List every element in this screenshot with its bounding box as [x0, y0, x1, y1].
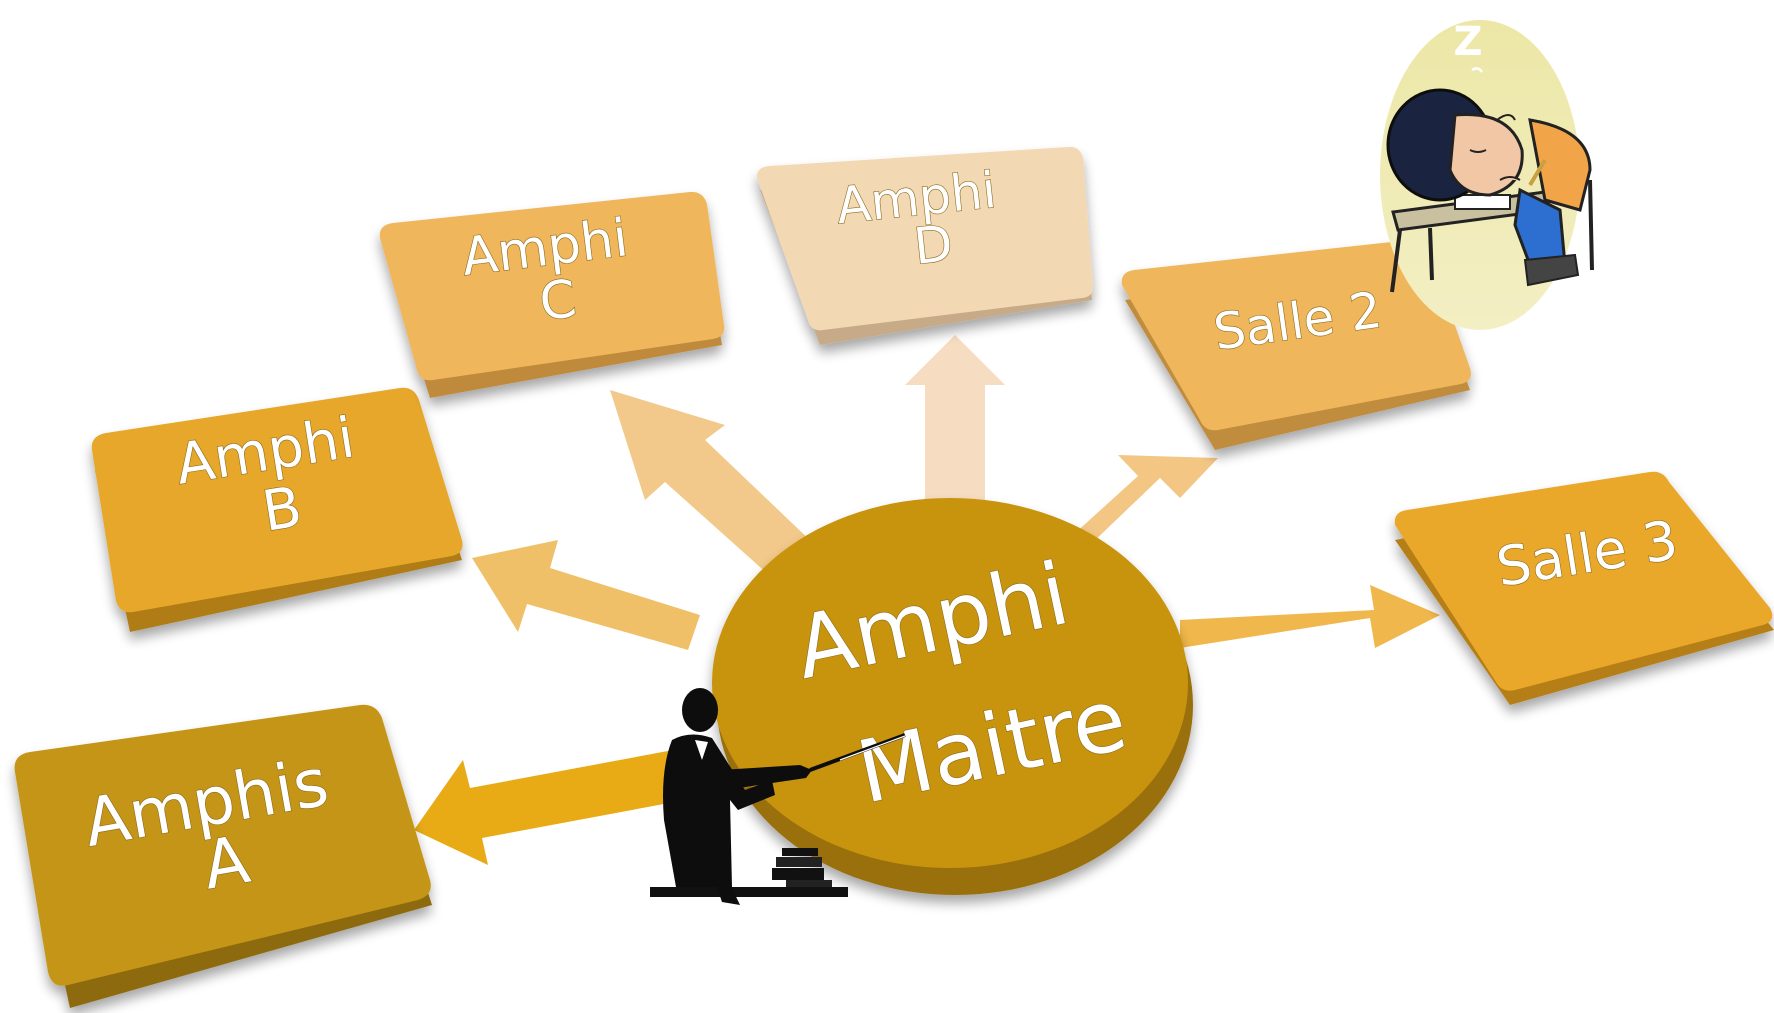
node-amphis-a: Amphis A — [14, 704, 432, 1008]
tile-top — [14, 704, 431, 986]
arrow-to-amphi-c — [610, 390, 815, 585]
sleep-tilde — [1471, 67, 1484, 73]
center-node-amphi-maitre: Amphi Maitre — [712, 498, 1193, 895]
center-top — [712, 498, 1188, 868]
tile-top — [379, 191, 725, 381]
arrow-to-amphi-d — [905, 335, 1005, 535]
student-illustration: Z — [1380, 19, 1594, 330]
teacher-illustration — [650, 688, 906, 905]
node-salle-3: Salle 3 — [1394, 471, 1774, 705]
node-label-line2: D — [911, 214, 955, 276]
teacher-icon — [663, 688, 906, 905]
tile-top — [91, 387, 463, 613]
arrow-to-salle-3 — [1180, 585, 1440, 648]
tile-top — [1121, 239, 1471, 431]
tile-top — [756, 146, 1094, 331]
arrow-to-amphis-a — [414, 745, 712, 865]
node-salle-2: Salle 2 — [1121, 239, 1471, 450]
tile-top — [1394, 471, 1773, 691]
node-label-line1: Amphi — [459, 208, 632, 288]
arrow-to-salle-2 — [1062, 455, 1218, 545]
arrows — [414, 335, 1440, 865]
books-icon — [772, 848, 832, 887]
node-amphi-c: Amphi C — [379, 191, 725, 398]
node-label-line1: Amphi — [171, 406, 358, 498]
node-label-line2: C — [536, 269, 579, 333]
sleep-z-icon: Z — [1453, 19, 1482, 65]
node-amphi-d: Amphi D — [756, 146, 1094, 345]
node-amphi-b: Amphi B — [91, 387, 463, 632]
arrow-to-amphi-b — [472, 540, 700, 650]
sleeping-student-icon — [1386, 88, 1592, 287]
teacher-desk — [650, 887, 848, 897]
